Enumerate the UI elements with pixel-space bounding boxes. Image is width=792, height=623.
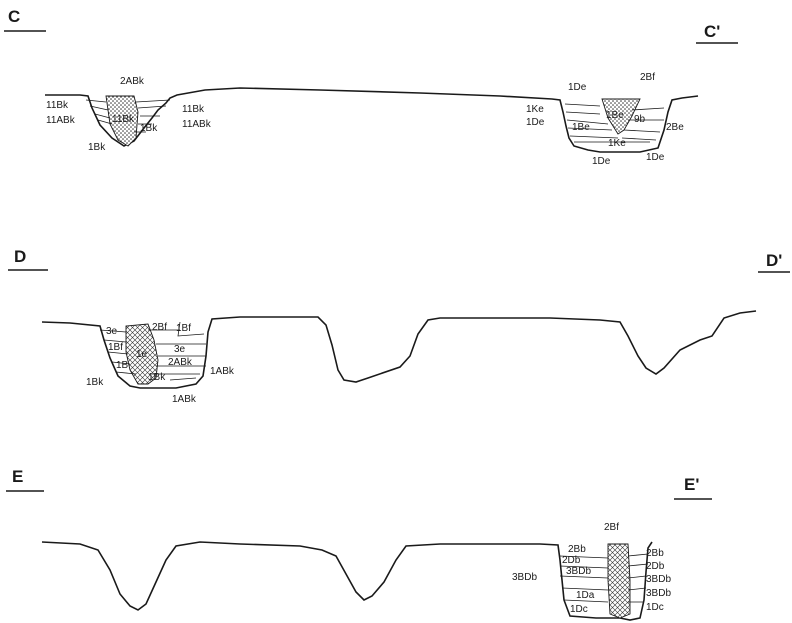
label-d-7: 1B — [116, 360, 129, 371]
label-c-9: 1De — [568, 82, 587, 93]
label-e-9: 2Db — [646, 561, 665, 572]
label-c-10: 2Bf — [640, 72, 655, 83]
label-c-15: 1Be — [606, 110, 624, 121]
section-c: C C' 2ABk 11Bk 11ABk 1Bk 11Bk 11ABk 1Bk … — [4, 7, 738, 167]
label-c-14: 1Ke — [608, 138, 626, 149]
label-c-1: 2ABk — [120, 76, 145, 87]
section-e-ground-profile — [42, 542, 652, 620]
label-d-6: 3e — [174, 344, 186, 355]
label-e-12: 1Dc — [646, 602, 664, 613]
label-d-11: 1ABk — [210, 366, 235, 377]
label-c-3: 11ABk — [46, 115, 76, 126]
label-c-7: 1Bk — [140, 123, 158, 134]
label-e-5: 3BDb — [566, 566, 591, 577]
section-c-start-label: C — [8, 7, 20, 26]
label-c-4: 1Bk — [88, 142, 106, 153]
section-e-pit-fill — [608, 544, 630, 618]
label-e-7: 1Dc — [570, 604, 588, 615]
section-d-end-label: D' — [766, 251, 782, 270]
label-c-8: 11Bk — [112, 114, 135, 125]
label-d-9: 1Bk — [148, 372, 166, 383]
label-c-6: 11ABk — [182, 119, 212, 130]
label-e-6: 1Da — [576, 590, 595, 601]
section-c-end-label: C' — [704, 22, 720, 41]
label-d-10: 1Bk — [86, 377, 104, 388]
label-d-3: 1Bf — [176, 323, 191, 334]
section-d: D D' 3e 2Bf 1Bf 1Bf 1e 3e 1B 2ABk 1Bk 1B… — [8, 247, 790, 405]
label-c-18: 1De — [592, 156, 611, 167]
label-d-2: 2Bf — [152, 322, 167, 333]
label-c-11: 1Ke — [526, 104, 544, 115]
label-e-8: 2Bb — [646, 548, 664, 559]
label-c-16: 9b — [634, 114, 646, 125]
label-d-4: 1Bf — [108, 342, 123, 353]
label-c-13: 1Be — [572, 122, 590, 133]
section-e-end-label: E' — [684, 475, 699, 494]
label-e-3: 2Db — [562, 555, 581, 566]
section-e-start-label: E — [12, 467, 23, 486]
label-e-10: 3BDb — [646, 574, 671, 585]
label-c-19: 1De — [646, 152, 665, 163]
label-c-5: 11Bk — [182, 104, 205, 115]
label-d-1: 3e — [106, 326, 118, 337]
label-e-2: 2Bb — [568, 544, 586, 555]
label-d-12: 1ABk — [172, 394, 197, 405]
label-c-17: 2Be — [666, 122, 684, 133]
section-e: E E' 2Bf 2Bb 2Db 3BDb 3BDb 1Da 1Dc 2Bb 2… — [6, 467, 712, 620]
label-e-4: 3BDb — [512, 572, 537, 583]
section-d-start-label: D — [14, 247, 26, 266]
label-c-12: 1De — [526, 117, 545, 128]
label-d-5: 1e — [136, 349, 148, 360]
label-e-1: 2Bf — [604, 522, 619, 533]
label-c-2: 11Bk — [46, 100, 69, 111]
label-d-8: 2ABk — [168, 357, 193, 368]
label-e-11: 3BDb — [646, 588, 671, 599]
